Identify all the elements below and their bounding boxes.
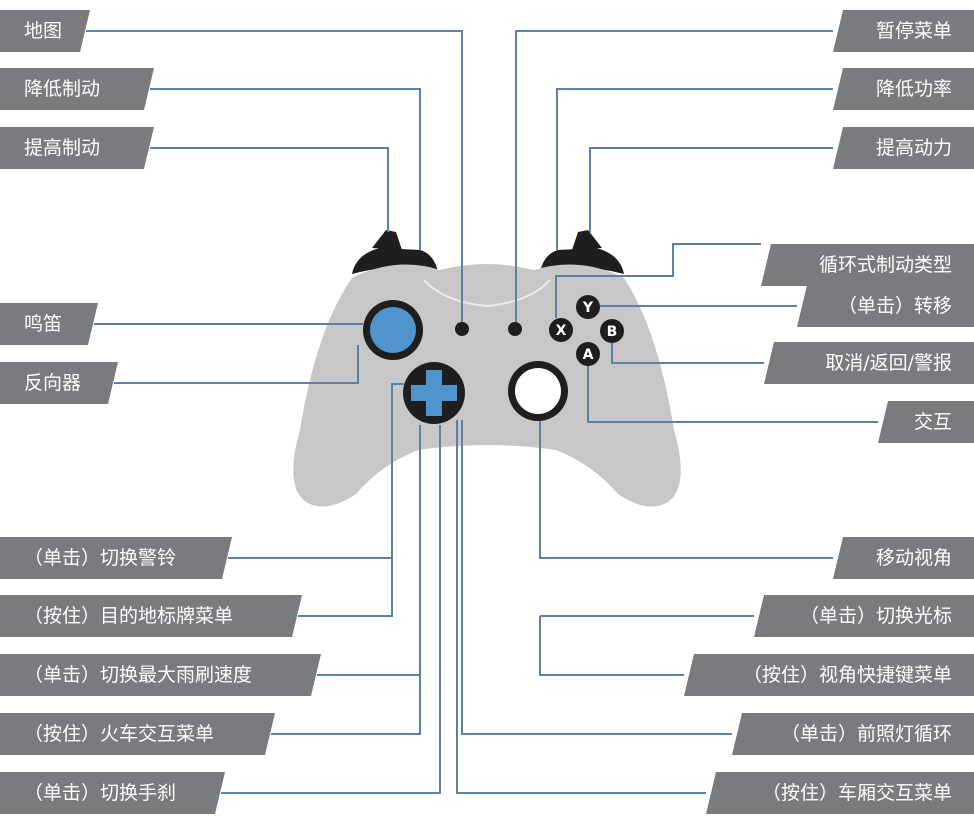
label-alarm: （单击）切换警铃 <box>0 537 232 579</box>
label-carriage-menu: （按住）车厢交互菜单 <box>706 772 974 814</box>
label-brake-type: 循环式制动类型 <box>761 244 974 286</box>
label-brake-up: 提高制动 <box>0 127 154 169</box>
view-button <box>455 322 469 336</box>
label-camera-menu: （按住）视角快捷键菜单 <box>684 654 974 696</box>
label-cursor: （单击）切换光标 <box>754 595 974 637</box>
leader-line-brake-up <box>150 148 388 232</box>
right-stick-cap <box>515 368 561 414</box>
leader-line-camera-menu <box>540 616 684 675</box>
label-map: 地图 <box>0 10 90 52</box>
label-reverser: 反向器 <box>0 362 118 404</box>
label-train-menu: （按住）火车交互菜单 <box>0 713 275 755</box>
label-interact: 交互 <box>878 401 974 443</box>
y-button: Y <box>576 295 600 319</box>
leader-line-brake-down <box>150 89 420 250</box>
label-camera: 移动视角 <box>833 537 974 579</box>
label-handbrake: （单击）切换手刹 <box>0 772 225 814</box>
label-power-up: 提高动力 <box>833 127 974 169</box>
left-stick-cap <box>370 307 416 353</box>
a-button-label: A <box>583 347 594 363</box>
leader-line-power-down <box>557 89 833 250</box>
a-button: A <box>576 342 600 366</box>
menu-button <box>508 322 522 336</box>
label-headlight: （单击）前照灯循环 <box>732 713 974 755</box>
label-cancel: 取消/返回/警报 <box>764 342 974 384</box>
x-button: X <box>549 318 573 342</box>
label-horn: 鸣笛 <box>0 303 98 345</box>
b-button-label: B <box>607 324 618 340</box>
label-destination-menu: （按住）目的地标牌菜单 <box>0 595 302 637</box>
label-transfer: （单击）转移 <box>797 285 974 327</box>
y-button-label: Y <box>582 300 594 316</box>
right-trigger <box>572 230 602 250</box>
label-brake-down: 降低制动 <box>0 68 154 110</box>
leader-line-power-up <box>590 148 833 232</box>
b-button: B <box>600 319 624 343</box>
leader-line-destination-menu <box>298 558 392 616</box>
x-button-label: X <box>556 323 567 339</box>
left-trigger <box>372 230 402 250</box>
controller-body <box>293 264 680 507</box>
label-power-down: 降低功率 <box>833 68 974 110</box>
label-wiper: （单击）切换最大雨刷速度 <box>0 654 321 696</box>
label-pause: 暂停菜单 <box>833 10 974 52</box>
